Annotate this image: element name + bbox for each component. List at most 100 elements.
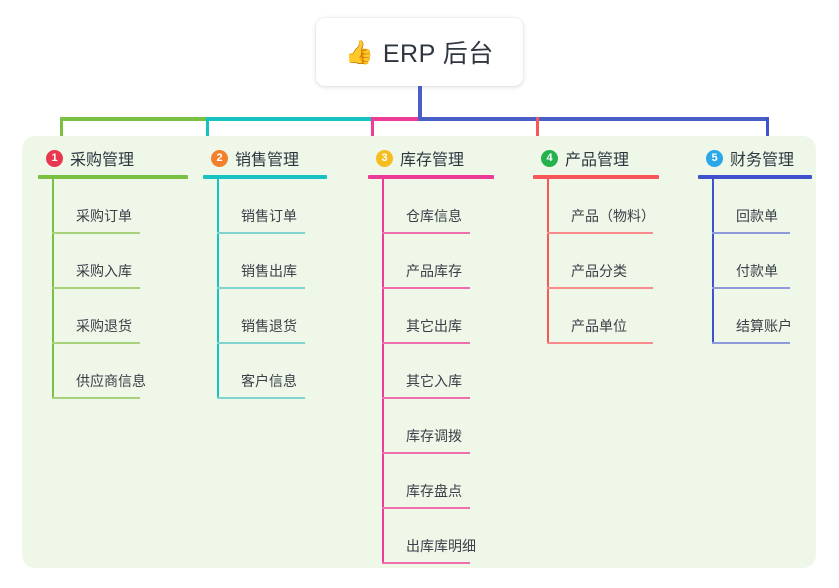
branch-number-badge: 1 <box>46 149 63 167</box>
leaf-label: 产品（物料） <box>571 208 655 224</box>
branch-column-2: 2 销售管理销售订单销售出库销售退货客户信息 <box>203 146 327 399</box>
leaf-label: 采购订单 <box>76 208 132 224</box>
leaf-rule <box>52 232 140 234</box>
leaf-node[interactable]: 库存调拨 <box>382 399 494 454</box>
leaf-rule <box>217 232 305 234</box>
connector-bar-segment-1 <box>60 117 206 121</box>
leaf-label: 其它出库 <box>406 318 462 334</box>
branch-title: 销售管理 <box>235 152 300 169</box>
leaf-node[interactable]: 采购订单 <box>52 179 188 234</box>
leaf-node[interactable]: 销售退货 <box>217 289 327 344</box>
branch-leaf-list-5: 回款单付款单结算账户 <box>698 179 812 344</box>
branch-column-1: 1 采购管理采购订单采购入库采购退货供应商信息 <box>38 146 188 399</box>
branch-header-5[interactable]: 5 财务管理 <box>698 146 812 170</box>
branch-header-4[interactable]: 4 产品管理 <box>533 146 659 170</box>
leaf-node[interactable]: 采购退货 <box>52 289 188 344</box>
leaf-node[interactable]: 出库库明细 <box>382 509 494 564</box>
leaf-node[interactable]: 销售订单 <box>217 179 327 234</box>
branch-accent-rule <box>203 175 327 179</box>
root-title: ERP 后台 <box>382 40 494 68</box>
leaf-label: 回款单 <box>736 208 778 224</box>
leaf-rule <box>382 397 470 399</box>
leaf-node[interactable]: 其它入库 <box>382 344 494 399</box>
leaf-node[interactable]: 库存盘点 <box>382 454 494 509</box>
leaf-rule <box>547 232 653 234</box>
leaf-rule <box>382 287 470 289</box>
leaf-rule <box>217 342 305 344</box>
branch-number-badge: 4 <box>541 149 558 167</box>
leaf-label: 库存调拨 <box>406 428 462 444</box>
leaf-rule <box>52 342 140 344</box>
leaf-label: 供应商信息 <box>76 373 146 389</box>
branch-leaf-list-4: 产品（物料） 产品分类产品单位 <box>533 179 659 344</box>
branch-accent-rule <box>368 175 494 179</box>
leaf-label: 产品库存 <box>406 263 462 279</box>
leaf-node[interactable]: 仓库信息 <box>382 179 494 234</box>
leaf-label: 销售退货 <box>241 318 297 334</box>
leaf-rule <box>382 232 470 234</box>
leaf-rule <box>217 397 305 399</box>
leaf-rule <box>547 287 653 289</box>
leaf-label: 销售出库 <box>241 263 297 279</box>
connector-bar-segment-2 <box>206 117 371 121</box>
branch-header-2[interactable]: 2 销售管理 <box>203 146 327 170</box>
leaf-label: 客户信息 <box>241 373 297 389</box>
root-node[interactable]: 👍 ERP 后台 <box>316 18 523 86</box>
branch-column-4: 4 产品管理产品（物料） 产品分类产品单位 <box>533 146 659 344</box>
branch-accent-rule <box>698 175 812 179</box>
root-drop-connector <box>418 86 422 118</box>
connector-drop-3 <box>371 117 374 146</box>
leaf-node[interactable]: 产品库存 <box>382 234 494 289</box>
branch-column-5: 5 财务管理回款单付款单结算账户 <box>698 146 812 344</box>
leaf-node[interactable]: 产品分类 <box>547 234 659 289</box>
branch-accent-rule <box>38 175 188 179</box>
leaf-rule <box>52 397 140 399</box>
branch-title: 产品管理 <box>565 152 630 169</box>
branch-number-badge: 5 <box>706 149 723 167</box>
branch-title: 采购管理 <box>70 152 135 169</box>
leaf-label: 付款单 <box>736 263 778 279</box>
leaf-node[interactable]: 回款单 <box>712 179 812 234</box>
branch-title: 库存管理 <box>400 152 465 169</box>
leaf-node[interactable]: 客户信息 <box>217 344 327 399</box>
leaf-label: 产品分类 <box>571 263 627 279</box>
leaf-node[interactable]: 供应商信息 <box>52 344 188 399</box>
branch-spine <box>52 179 54 399</box>
leaf-node[interactable]: 销售出库 <box>217 234 327 289</box>
leaf-label: 结算账户 <box>736 318 792 334</box>
leaf-node[interactable]: 付款单 <box>712 234 812 289</box>
leaf-label: 销售订单 <box>241 208 297 224</box>
branch-spine <box>217 179 219 399</box>
branch-number-badge: 2 <box>211 149 228 167</box>
connector-drop-1 <box>60 117 63 146</box>
leaf-rule <box>52 287 140 289</box>
connector-drop-5 <box>766 117 769 146</box>
connector-drop-4 <box>536 117 539 146</box>
thumbs-up-icon: 👍 <box>345 39 374 66</box>
leaf-rule <box>712 287 790 289</box>
leaf-node[interactable]: 产品（物料） <box>547 179 659 234</box>
leaf-label: 库存盘点 <box>406 483 462 499</box>
branch-number-badge: 3 <box>376 149 393 167</box>
connector-bar-segment-4 <box>418 117 768 121</box>
leaf-rule <box>382 342 470 344</box>
leaf-rule <box>712 232 790 234</box>
branch-header-1[interactable]: 1 采购管理 <box>38 146 188 170</box>
branch-accent-rule <box>533 175 659 179</box>
branch-title: 财务管理 <box>730 152 795 169</box>
leaf-rule <box>382 562 470 564</box>
leaf-label: 产品单位 <box>571 318 627 334</box>
branch-header-3[interactable]: 3 库存管理 <box>368 146 494 170</box>
leaf-label: 其它入库 <box>406 373 462 389</box>
connector-drop-2 <box>206 117 209 146</box>
leaf-node[interactable]: 采购入库 <box>52 234 188 289</box>
leaf-rule <box>217 287 305 289</box>
leaf-node[interactable]: 产品单位 <box>547 289 659 344</box>
leaf-label: 采购退货 <box>76 318 132 334</box>
leaf-node[interactable]: 其它出库 <box>382 289 494 344</box>
branch-spine <box>712 179 714 344</box>
branches-panel <box>22 136 816 568</box>
leaf-rule <box>547 342 653 344</box>
branch-column-3: 3 库存管理仓库信息产品库存其它出库其它入库库存调拨库存盘点出库库明细 <box>368 146 494 564</box>
leaf-node[interactable]: 结算账户 <box>712 289 812 344</box>
